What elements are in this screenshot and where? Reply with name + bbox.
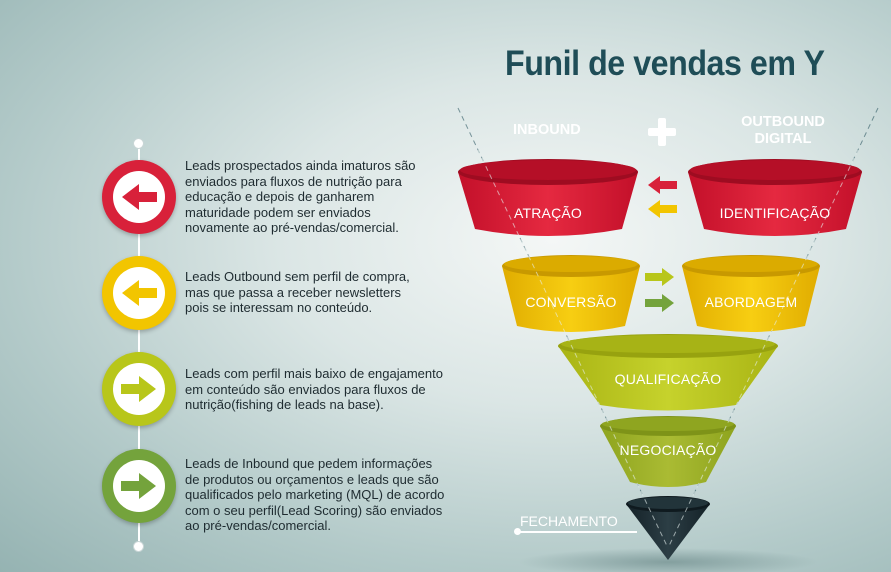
funnel-shadow	[518, 548, 818, 572]
arrow-right-icon	[121, 376, 156, 402]
legend-2-line: mas que passa a receber newsletters	[185, 284, 402, 300]
stage-label-conversao: CONVERSÃO	[525, 294, 617, 310]
legend-text-3: Leads com perfil mais baixo de engajamen…	[185, 366, 475, 413]
legend-3-line: Leads com perfil mais baixo de engajamen…	[185, 366, 443, 381]
legend-text-1: Leads prospectados ainda imaturos são en…	[185, 158, 475, 236]
funnel-identificacao	[688, 159, 862, 236]
legend-text-2: Leads Outbound sem perfil de compra, mas…	[185, 269, 475, 316]
stage-label-negociacao: NEGOCIAÇÃO	[619, 442, 717, 458]
legend-circle-red	[102, 160, 176, 234]
inbound-heading: INBOUND	[513, 122, 581, 138]
legend-4-line: Leads de Inbound que pedem informações	[185, 456, 433, 471]
outbound-heading-line1: OUTBOUND	[741, 114, 825, 130]
page-title: Funil de vendas em Y	[505, 44, 825, 83]
arrow-left-icon	[122, 184, 157, 210]
arrow-right-icon	[645, 268, 674, 286]
funnel-conversao	[502, 255, 640, 332]
timeline-top-dot	[133, 138, 144, 149]
plus-icon	[648, 118, 676, 146]
outbound-heading-line2: DIGITAL	[754, 131, 812, 147]
legend-text-4: Leads de Inbound que pedem informações d…	[185, 456, 475, 534]
legend-timeline	[138, 143, 140, 547]
legend-circle-yellow	[102, 256, 176, 330]
stage-label-fechamento: FECHAMENTO	[520, 513, 618, 529]
legend-circle-green	[102, 449, 176, 523]
arrow-left-icon	[648, 176, 677, 194]
stage-label-identificacao: IDENTIFICAÇÃO	[719, 205, 831, 221]
arrow-right-icon	[121, 473, 156, 499]
fechamento-pointer-line	[517, 531, 637, 533]
legend-1-line: novamente ao pré-vendas/comercial.	[185, 220, 399, 235]
timeline-bottom-dot	[133, 541, 144, 552]
legend-2-line: Leads Outbound sem perfil de compra,	[185, 269, 410, 284]
funnel-atracao	[458, 159, 638, 236]
funnel-negociacao	[600, 416, 736, 487]
legend-4-line: ao pré-vendas/comercial.	[185, 518, 331, 533]
legend-4-line: de produtos ou orçamentos e leads que sã…	[185, 471, 439, 487]
fechamento-pointer-dot	[514, 528, 521, 535]
funnel-abordagem	[682, 255, 820, 332]
arrow-left-icon	[122, 280, 157, 306]
stage-label-atracao: ATRAÇÃO	[513, 205, 583, 221]
stage-label-qualificacao: QUALIFICAÇÃO	[614, 371, 722, 387]
funnel-qualificacao	[558, 334, 778, 411]
outbound-heading: OUTBOUND DIGITAL	[735, 114, 831, 148]
legend-4-line: com o seu perfil(Lead Scoring) são envia…	[185, 502, 443, 518]
legend-3-line: nutrição(fishing de leads na base).	[185, 397, 384, 412]
arrow-left-icon	[648, 200, 677, 218]
legend-1-line: enviados para fluxos de nutrição para	[185, 173, 402, 189]
legend-2-line: pois se interessam no conteúdo.	[185, 300, 373, 315]
legend-circle-lime	[102, 352, 176, 426]
arrow-right-icon	[645, 294, 674, 312]
stage-label-abordagem: ABORDAGEM	[704, 294, 798, 310]
legend-1-line: maturidade podem ser enviados	[185, 204, 371, 220]
legend-3-line: em conteúdo são enviados para fluxos de	[185, 381, 426, 397]
legend-1-line: Leads prospectados ainda imaturos são	[185, 158, 416, 173]
legend-4-line: qualificados pelo marketing (MQL) de aco…	[185, 487, 445, 502]
funnel-fechamento	[626, 496, 710, 560]
legend-1-line: educação e depois de ganharem	[185, 189, 375, 204]
